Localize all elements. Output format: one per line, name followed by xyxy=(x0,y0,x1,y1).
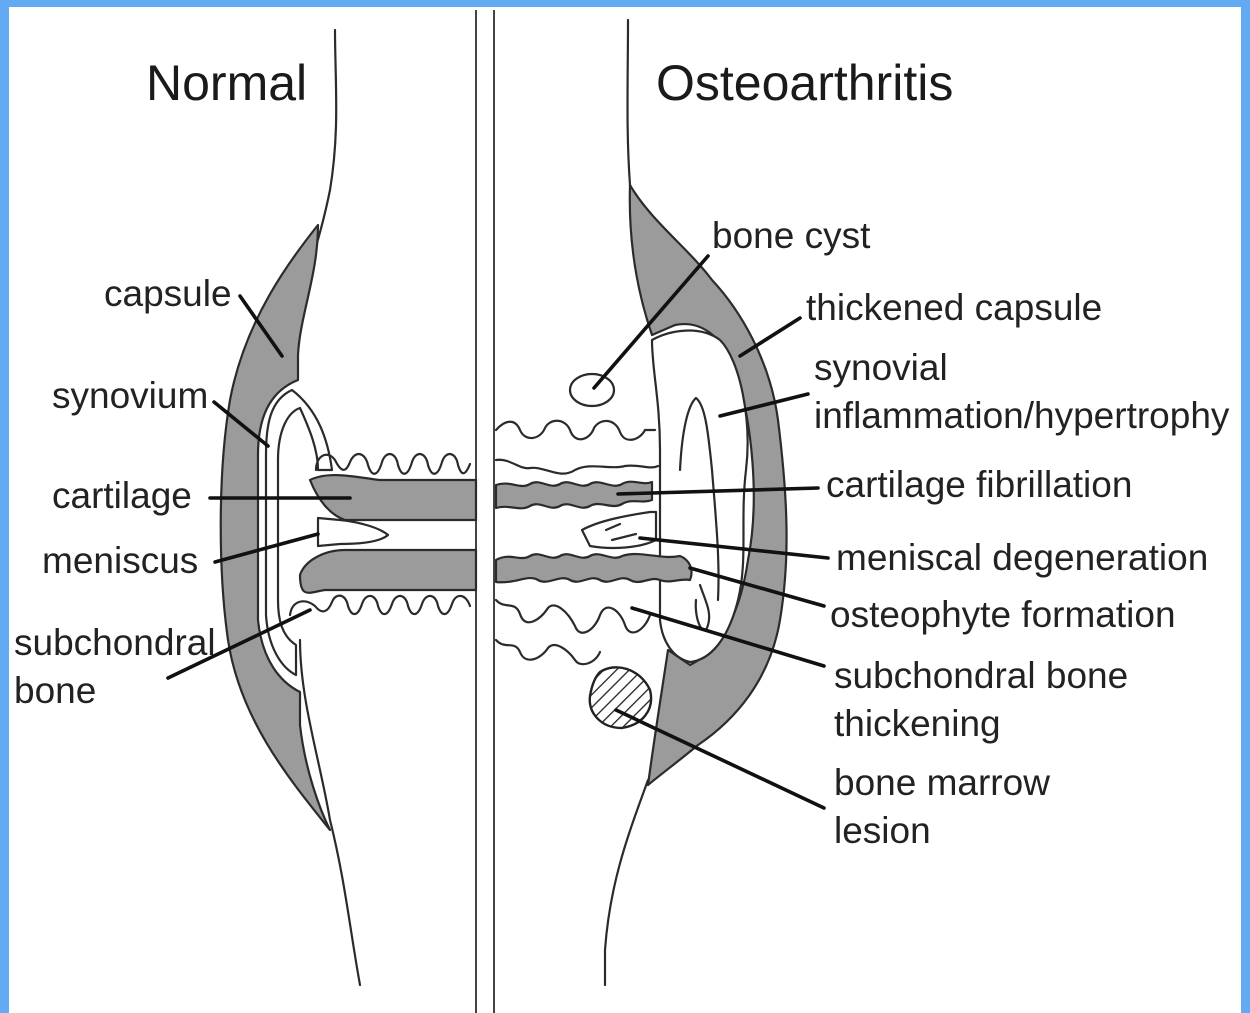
oa-lower-cartilage xyxy=(496,554,692,582)
label-cartilage-fibrillation: cartilage fibrillation xyxy=(826,464,1132,505)
oa-meniscal-degeneration xyxy=(582,512,656,548)
oa-joint xyxy=(496,20,787,985)
label-meniscus: meniscus xyxy=(42,540,198,581)
label-subchondral-thickening-line1: subchondral bone xyxy=(834,655,1128,696)
label-cartilage: cartilage xyxy=(52,475,192,516)
label-capsule: capsule xyxy=(104,273,232,314)
label-bone-cyst: bone cyst xyxy=(712,215,871,256)
label-osteophyte-formation: osteophyte formation xyxy=(830,594,1176,635)
label-thickened-capsule: thickened capsule xyxy=(806,287,1102,328)
normal-title: Normal xyxy=(146,55,307,111)
normal-meniscus xyxy=(318,518,388,546)
oa-bone-cyst xyxy=(570,374,614,406)
normal-lower-cartilage xyxy=(300,550,476,593)
oa-title: Osteoarthritis xyxy=(656,55,953,111)
figure-frame: Normal capsule synovium cartilage menisc… xyxy=(9,7,1241,1013)
normal-joint xyxy=(221,30,476,985)
knee-joint-diagram: Normal capsule synovium cartilage menisc… xyxy=(9,7,1241,1013)
panel-divider xyxy=(476,10,494,1013)
oa-bone-marrow-lesion xyxy=(590,667,651,728)
oa-synovial-hypertrophy xyxy=(652,331,748,662)
label-meniscal-degeneration: meniscal degeneration xyxy=(836,537,1208,578)
label-subchondral-line1: subchondral xyxy=(14,622,216,663)
label-synovial-line2: inflammation/hypertrophy xyxy=(814,395,1230,436)
label-synovial-line1: synovial xyxy=(814,347,948,388)
label-subchondral-thickening-line2: thickening xyxy=(834,703,1001,744)
label-synovium: synovium xyxy=(52,375,208,416)
label-subchondral-line2: bone xyxy=(14,670,96,711)
label-bone-marrow-line1: bone marrow xyxy=(834,762,1050,803)
label-bone-marrow-line2: lesion xyxy=(834,810,931,851)
